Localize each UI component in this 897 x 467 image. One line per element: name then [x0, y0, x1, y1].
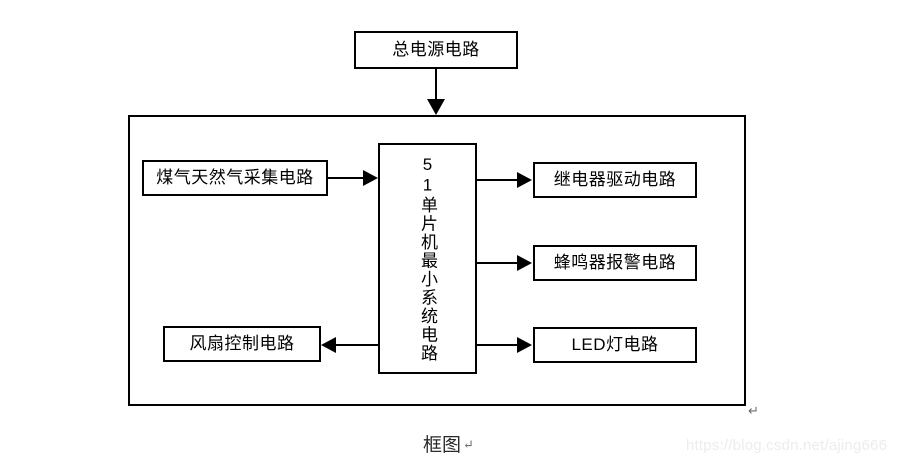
- block-mcu-core: 51单片机最小系统电路: [378, 143, 477, 374]
- connector-power-to-system-line: [435, 69, 437, 99]
- arrow-right-icon-mcu-to-relay: [517, 172, 532, 188]
- arrow-down-icon-power-to-system: [427, 99, 445, 115]
- block-buzzer-alarm: 蜂鸣器报警电路: [533, 245, 697, 281]
- block-relay-driver: 继电器驱动电路: [533, 162, 697, 198]
- block-fan-control: 风扇控制电路: [163, 326, 321, 362]
- block-power-supply: 总电源电路: [354, 31, 518, 69]
- connector-mcu-to-relay-line: [477, 179, 518, 181]
- block-mcu-core-label: 51单片机最小系统电路: [418, 154, 437, 363]
- block-gas-collection-label: 煤气天然气采集电路: [156, 168, 314, 188]
- arrow-right-icon-mcu-to-led: [517, 337, 532, 353]
- caption-paragraph-mark: ↵: [463, 438, 474, 453]
- arrow-right-icon-mcu-to-buzzer: [517, 255, 532, 271]
- diagram-caption: 框图↵: [0, 430, 897, 457]
- connector-gas-to-mcu-line: [328, 177, 364, 179]
- paragraph-mark: ↵: [748, 403, 759, 418]
- block-led-lamp-label: LED灯电路: [571, 335, 659, 355]
- block-fan-control-label: 风扇控制电路: [189, 334, 295, 354]
- block-led-lamp: LED灯电路: [533, 327, 697, 363]
- block-relay-driver-label: 继电器驱动电路: [553, 170, 677, 190]
- diagram-caption-text: 框图: [423, 434, 462, 456]
- watermark-url: https://blog.csdn.net/ajing666: [686, 437, 888, 454]
- connector-mcu-to-led-line: [477, 344, 518, 346]
- connector-mcu-to-buzzer-line: [477, 262, 518, 264]
- block-power-supply-label: 总电源电路: [392, 40, 480, 60]
- arrow-left-icon-mcu-to-fan: [321, 337, 336, 353]
- block-gas-collection: 煤气天然气采集电路: [142, 160, 328, 196]
- arrow-right-icon-gas-to-mcu: [363, 170, 378, 186]
- connector-mcu-to-fan-line: [336, 344, 378, 346]
- block-buzzer-alarm-label: 蜂鸣器报警电路: [553, 253, 677, 273]
